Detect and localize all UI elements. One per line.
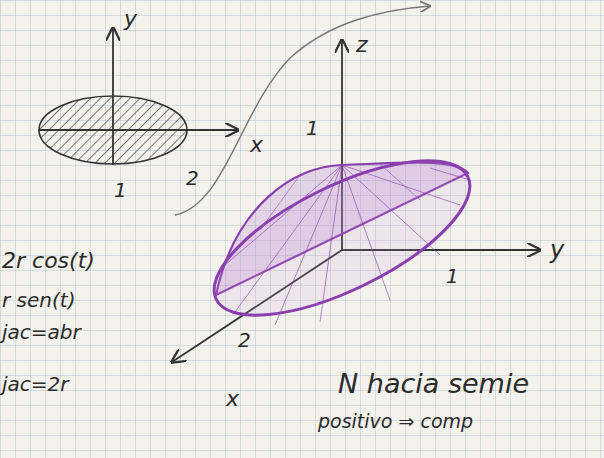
y-axis [112, 28, 114, 165]
tick-number: 1 [446, 266, 459, 286]
tick-number: 2 [186, 168, 199, 188]
formula-note: r sen(t) [2, 290, 75, 310]
x-axis [38, 129, 238, 131]
axis-label: x [250, 134, 263, 156]
note-text: positivo ⇒ comp [318, 412, 473, 431]
axis-label: x [226, 388, 239, 410]
formula-note: jac=abr [2, 322, 81, 342]
note-text: N hacia semie [338, 370, 529, 397]
formula-note: jac=2r [2, 374, 69, 394]
axis-label: z [356, 34, 368, 56]
tick-number: 2 [238, 330, 251, 350]
dome-surface [193, 130, 490, 346]
tick-number: 1 [306, 118, 319, 138]
axis-label: y [124, 8, 137, 30]
tick-number: 1 [114, 180, 127, 200]
formula-note: 2r cos(t) [2, 250, 95, 272]
axis-label: y [550, 238, 564, 262]
